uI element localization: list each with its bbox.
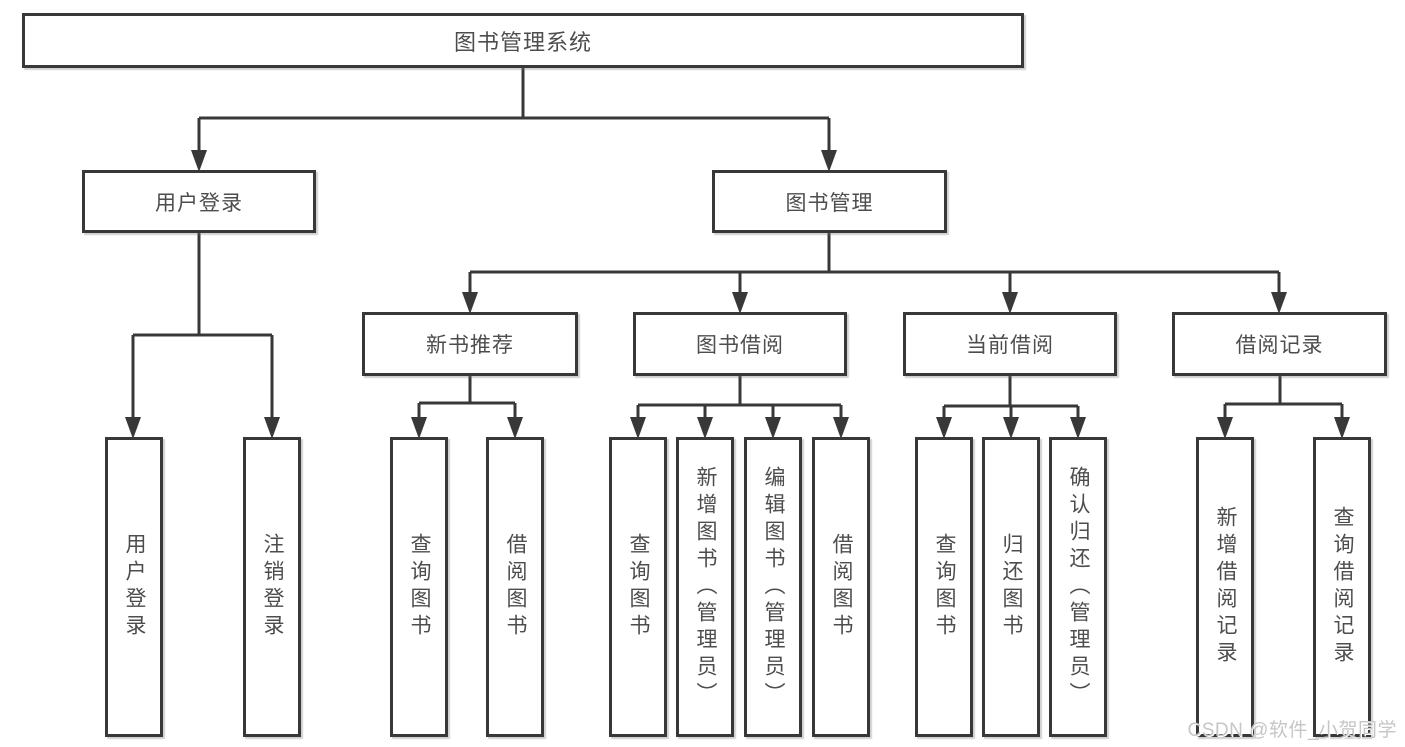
node-label: 用户登录 bbox=[123, 533, 147, 641]
edge-new-book-rec-to-leaves bbox=[417, 375, 517, 421]
arrowhead bbox=[732, 292, 748, 314]
node-label: 查询图书 bbox=[408, 533, 432, 641]
arrowhead bbox=[1217, 417, 1233, 439]
leaf-query-borrow-record: 查询借阅记录 bbox=[1313, 437, 1371, 737]
leaf-user-login: 用户登录 bbox=[105, 437, 163, 737]
leaf-add-borrow-record: 新增借阅记录 bbox=[1196, 437, 1254, 737]
leaf-edit-books-admin: 编辑图书（管理员） bbox=[744, 437, 802, 737]
arrowhead bbox=[507, 417, 523, 439]
arrowhead bbox=[1002, 292, 1018, 314]
arrowhead bbox=[630, 417, 646, 439]
leaf-query-books-recommend: 查询图书 bbox=[390, 437, 448, 737]
arrowhead bbox=[411, 417, 427, 439]
edge-book-borrow-to-leaves bbox=[636, 375, 843, 421]
leaf-add-books-admin: 新增图书（管理员） bbox=[676, 437, 734, 737]
arrowhead bbox=[1070, 417, 1086, 439]
leaf-query-books-borrow: 查询图书 bbox=[609, 437, 667, 737]
node-label: 归还图书 bbox=[1000, 533, 1024, 641]
edge-user-login-to-leaves bbox=[131, 232, 274, 421]
leaf-borrow-books: 借阅图书 bbox=[812, 437, 870, 737]
node-label: 新书推荐 bbox=[426, 334, 514, 357]
arrowhead bbox=[936, 417, 952, 439]
edge-root-to-level2 bbox=[197, 68, 831, 154]
node-label: 新增借阅记录 bbox=[1214, 506, 1238, 668]
arrowhead bbox=[821, 150, 837, 172]
arrowhead bbox=[191, 150, 207, 172]
arrowhead bbox=[697, 417, 713, 439]
node-label: 注销登录 bbox=[261, 533, 285, 641]
leaf-confirm-return-admin: 确认归还（管理员） bbox=[1049, 437, 1107, 737]
connector-lines bbox=[131, 68, 1344, 421]
arrowhead bbox=[1003, 417, 1019, 439]
arrowhead bbox=[1334, 417, 1350, 439]
csdn-watermark: CSDN @软件_小贺同学 bbox=[1187, 720, 1397, 741]
node-book-borrow: 图书借阅 bbox=[633, 312, 847, 376]
node-label: 编辑图书（管理员） bbox=[762, 465, 786, 709]
leaf-return-books: 归还图书 bbox=[982, 437, 1040, 737]
leaf-borrow-books-recommend: 借阅图书 bbox=[486, 437, 544, 737]
node-current-borrow: 当前借阅 bbox=[903, 312, 1117, 376]
edge-current-borrow-to-leaves bbox=[942, 375, 1080, 421]
arrowhead bbox=[765, 417, 781, 439]
node-library-management-system: 图书管理系统 bbox=[22, 13, 1024, 68]
arrowhead bbox=[1271, 292, 1287, 314]
node-label: 当前借阅 bbox=[966, 334, 1054, 357]
node-book-management: 图书管理 bbox=[712, 170, 947, 233]
node-label: 查询借阅记录 bbox=[1331, 506, 1355, 668]
leaf-logout: 注销登录 bbox=[243, 437, 301, 737]
node-label: 新增图书（管理员） bbox=[694, 465, 718, 709]
node-label: 确认归还（管理员） bbox=[1067, 465, 1091, 709]
node-label: 查询图书 bbox=[627, 533, 651, 641]
edge-book-mgmt-to-level3 bbox=[468, 232, 1281, 296]
node-label: 用户登录 bbox=[155, 191, 243, 215]
arrowhead bbox=[264, 417, 280, 439]
node-borrow-records: 借阅记录 bbox=[1172, 312, 1387, 376]
node-new-book-recommend: 新书推荐 bbox=[362, 312, 578, 376]
arrowhead bbox=[125, 417, 141, 439]
node-label: 图书借阅 bbox=[696, 334, 784, 357]
node-label: 查询图书 bbox=[933, 533, 957, 641]
leaf-query-books-current: 查询图书 bbox=[915, 437, 973, 737]
node-label: 图书管理 bbox=[785, 191, 874, 215]
node-label: 图书管理系统 bbox=[453, 29, 592, 55]
node-label: 借阅记录 bbox=[1235, 334, 1324, 357]
arrowhead bbox=[462, 292, 478, 314]
node-label: 借阅图书 bbox=[830, 533, 854, 641]
node-user-login: 用户登录 bbox=[82, 170, 316, 233]
edge-borrow-records-to-leaves bbox=[1223, 375, 1344, 421]
arrowhead bbox=[833, 417, 849, 439]
node-label: 借阅图书 bbox=[504, 533, 528, 641]
arrowheads bbox=[125, 150, 1350, 439]
